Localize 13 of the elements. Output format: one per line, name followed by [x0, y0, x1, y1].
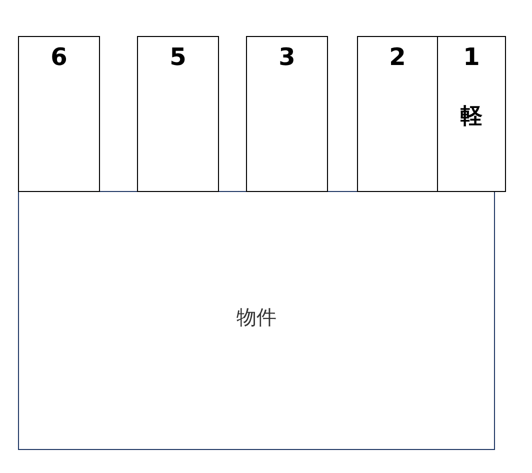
space-number: 6	[50, 43, 68, 71]
space-number: 3	[278, 43, 296, 71]
parking-space	[18, 36, 100, 192]
space-number: 2	[389, 43, 406, 71]
parking-space	[137, 36, 219, 192]
space-number: 5	[170, 43, 186, 71]
parking-space	[437, 36, 506, 192]
space-note: 軽	[460, 103, 482, 131]
parking-space	[357, 36, 438, 192]
space-number: 1	[463, 43, 480, 71]
building-area	[18, 191, 495, 450]
building-label: 物件	[236, 304, 276, 331]
parking-space	[246, 36, 328, 192]
